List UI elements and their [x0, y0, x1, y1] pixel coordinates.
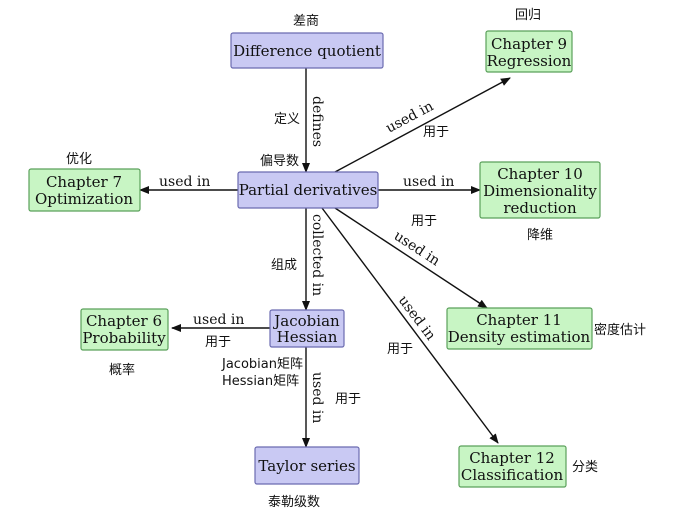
cn-gailv: 概率: [109, 362, 135, 378]
edges: [139, 68, 511, 448]
cn-huigui: 回归: [515, 8, 541, 23]
cn-yongyu-taylor: 用于: [335, 392, 361, 407]
edge-label-used-in-chapter12: used in: [395, 293, 439, 344]
node-label-line1: Chapter 6: [86, 312, 162, 330]
node-chapter12: Chapter 12 Classification: [458, 445, 567, 488]
node-box: [80, 308, 169, 351]
node-box: [254, 446, 360, 485]
node-chapter9: Chapter 9 Regression: [485, 30, 573, 73]
node-chapter6: Chapter 6 Probability: [80, 308, 169, 351]
node-box: [230, 32, 384, 69]
edge-label-defines: defines: [309, 96, 325, 147]
node-label-line1: Chapter 12: [469, 449, 555, 467]
cn-youhua: 优化: [66, 152, 92, 167]
node-label-line3: reduction: [503, 199, 577, 217]
node-taylor-series: Taylor series: [254, 446, 360, 485]
cn-taile: 泰勒级数: [268, 495, 320, 510]
cn-jiangwei: 降维: [527, 228, 553, 243]
cn-dingyi: 定义: [274, 112, 300, 127]
cn-yongyu-chapter9: 用于: [423, 125, 449, 140]
node-box: [458, 445, 567, 488]
node-box: [237, 171, 379, 209]
cn-zucheng: 组成: [271, 258, 297, 273]
cn-hessian-matrix: Hessian矩阵: [222, 374, 299, 389]
cn-chaishang: 差商: [293, 14, 319, 29]
edge-label-collected-in: collected in: [309, 214, 325, 296]
edge-label-used-in-chapter7: used in: [159, 174, 210, 190]
node-label-line1: Jacobian: [272, 312, 340, 330]
cn-yongyu-chapter10: 用于: [411, 214, 437, 229]
edge-label-used-in-chapter10: used in: [403, 174, 454, 190]
node-box: [446, 307, 593, 350]
cn-jacobian-matrix: Jacobian矩阵: [221, 357, 303, 372]
node-partial-derivatives: Partial derivatives: [237, 171, 379, 209]
cn-fenlei: 分类: [572, 460, 598, 475]
node-label-line1: Chapter 11: [476, 311, 562, 329]
node-chapter10: Chapter 10 Dimensionality reduction: [479, 161, 601, 219]
edge-pd-to-chapter11: [334, 207, 488, 309]
cn-yongyu-chapter12: 用于: [387, 342, 413, 357]
node-box: [269, 309, 345, 348]
cn-midu: 密度估计: [594, 322, 646, 338]
node-box: [28, 168, 141, 212]
node-box: [485, 30, 573, 73]
node-label-line2: Regression: [487, 52, 572, 70]
node-label: Difference quotient: [233, 42, 381, 60]
cn-yongyu-chapter6: 用于: [205, 335, 231, 350]
node-label-line1: Chapter 7: [46, 173, 122, 191]
node-label-line1: Chapter 9: [491, 35, 567, 53]
node-label-line2: Hessian: [277, 328, 338, 346]
edge-pd-to-chapter9: [334, 77, 511, 173]
node-label-line2: Dimensionality: [483, 182, 597, 200]
cn-piandaoshu: 偏导数: [260, 154, 299, 169]
node-chapter7: Chapter 7 Optimization: [28, 168, 141, 212]
node-label-line2: Density estimation: [448, 328, 591, 346]
node-label-line2: Probability: [82, 329, 166, 347]
node-label-line2: Optimization: [35, 190, 133, 208]
edge-label-used-in-chapter6: used in: [193, 312, 244, 328]
node-chapter11: Chapter 11 Density estimation: [446, 307, 593, 350]
node-label-line1: Chapter 10: [497, 165, 583, 183]
node-box: [479, 161, 601, 219]
node-label: Taylor series: [258, 457, 355, 475]
node-difference-quotient: Difference quotient: [230, 32, 384, 69]
node-label-line2: Classification: [461, 466, 564, 484]
node-label: Partial derivatives: [239, 181, 378, 199]
edge-label-used-in-chapter11: used in: [391, 228, 443, 269]
node-jacobian-hessian: Jacobian Hessian: [269, 309, 345, 348]
edge-label-used-in-jh-taylor: used in: [309, 372, 325, 423]
edge-pd-to-chapter12: [321, 207, 499, 444]
